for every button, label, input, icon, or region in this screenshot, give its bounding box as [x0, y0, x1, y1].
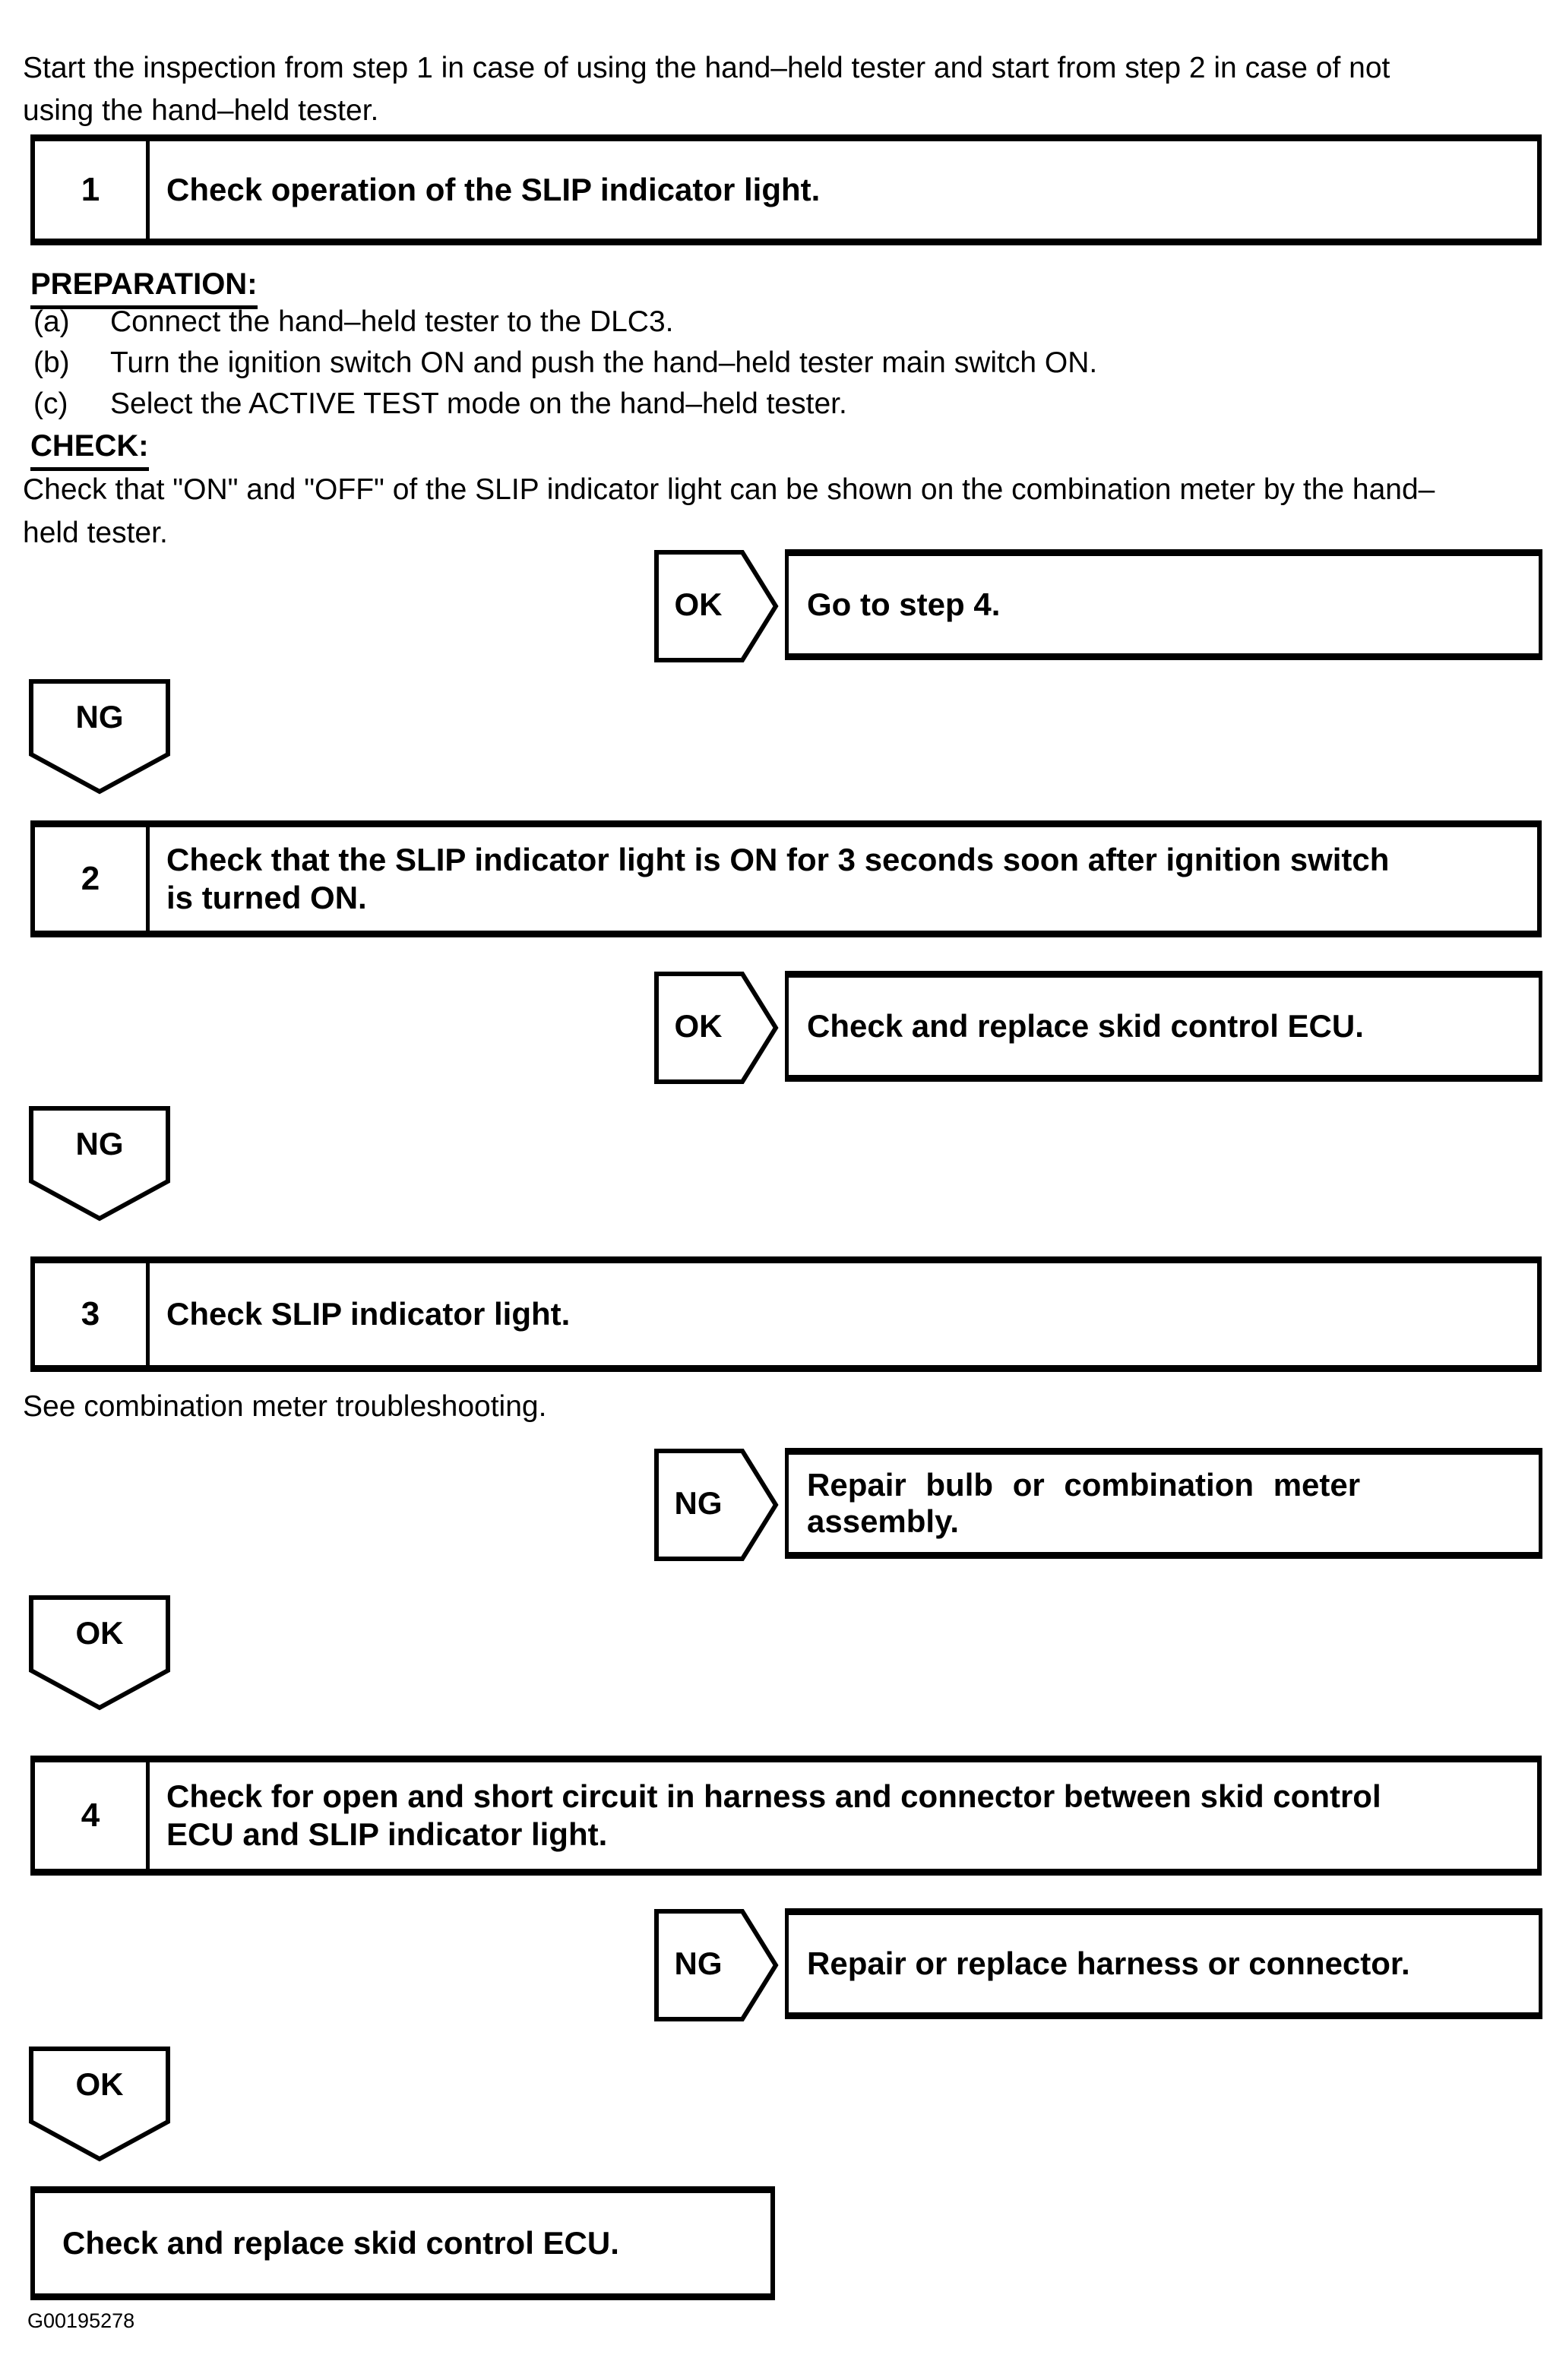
branch-ng-4: NG Repair or replace harness or connecto… [0, 1908, 1566, 2022]
step-3-number: 3 [35, 1263, 150, 1365]
step-1-number: 1 [35, 141, 150, 239]
action-text: Repair bulb or combination meter assembl… [807, 1467, 1361, 1539]
ng-right-arrow-icon: NG [654, 1448, 779, 1562]
verdict-label: OK [674, 1008, 723, 1044]
step-1-box: 1 Check operation of the SLIP indicator … [30, 134, 1542, 245]
connector-label: OK [75, 1615, 124, 1651]
step-1-title: Check operation of the SLIP indicator li… [166, 172, 821, 207]
branch-ok-1: OK Go to step 4. [0, 549, 1566, 663]
action-box-repair-bulb: Repair bulb or combination meter assembl… [785, 1448, 1542, 1559]
down-pointer-icon [29, 1595, 170, 1711]
step-3-box: 3 Check SLIP indicator light. [30, 1256, 1542, 1372]
verdict-label: NG [674, 1945, 723, 1981]
connector-ng-2: NG [28, 1105, 171, 1222]
branch-ok-2: OK Check and replace skid control ECU. [0, 971, 1566, 1085]
action-text: Check and replace skid control ECU. [807, 1008, 1364, 1044]
ok-right-arrow-icon: OK [654, 971, 779, 1085]
connector-ok-3: OK [28, 1595, 171, 1712]
branch-ng-3: NG Repair bulb or combination meter asse… [0, 1448, 1566, 1562]
step-3-note: See combination meter troubleshooting. [23, 1390, 547, 1423]
right-arrow-icon [654, 1909, 779, 2021]
right-arrow-icon [654, 1449, 779, 1561]
down-pointer-icon [29, 2047, 170, 2162]
right-arrow-icon [654, 972, 779, 1084]
step-3-title: Check SLIP indicator light. [166, 1296, 571, 1332]
action-box-go-to-step-4: Go to step 4. [785, 549, 1542, 660]
verdict-label: OK [674, 586, 723, 622]
step-4-number: 4 [35, 1762, 150, 1869]
down-pointer-icon [29, 1106, 170, 1222]
step-2-number: 2 [35, 827, 150, 931]
connector-label: NG [75, 699, 124, 735]
check-heading: CHECK: [30, 429, 149, 471]
prep-item-b-text: Turn the ignition switch ON and push the… [110, 346, 1098, 379]
connector-label: OK [75, 2066, 124, 2102]
action-box-replace-ecu: Check and replace skid control ECU. [785, 971, 1542, 1082]
prep-item-c-text: Select the ACTIVE TEST mode on the hand–… [110, 387, 847, 420]
connector-label: NG [75, 1126, 124, 1162]
step-2-box: 2 Check that the SLIP indicator light is… [30, 820, 1542, 937]
final-action-text: Check and replace skid control ECU. [62, 2225, 619, 2261]
ng-right-arrow-icon: NG [654, 1908, 779, 2022]
verdict-label: NG [674, 1485, 723, 1521]
down-pointer-icon [29, 679, 170, 795]
step-4-title: Check for open and short circuit in harn… [166, 1778, 1381, 1852]
action-text: Repair or replace harness or connector. [807, 1945, 1410, 1981]
intro-text: Start the inspection from step 1 in case… [23, 52, 1390, 127]
prep-item-b-label: (b) [33, 346, 70, 379]
connector-ok-4: OK [28, 2046, 171, 2163]
prep-item-a-label: (a) [33, 305, 70, 338]
step-2-title: Check that the SLIP indicator light is O… [166, 842, 1390, 915]
prep-item-c-label: (c) [33, 387, 68, 420]
preparation-heading: PREPARATION: [30, 267, 258, 309]
check-text: Check that "ON" and "OFF" of the SLIP in… [23, 473, 1435, 549]
action-box-repair-harness: Repair or replace harness or connector. [785, 1908, 1542, 2019]
right-arrow-icon [654, 550, 779, 662]
connector-ng-1: NG [28, 678, 171, 795]
prep-item-a-text: Connect the hand–held tester to the DLC3… [110, 305, 674, 338]
ok-right-arrow-icon: OK [654, 549, 779, 663]
figure-id: G00195278 [27, 2309, 135, 2332]
action-text: Go to step 4. [807, 586, 1001, 622]
final-action-box: Check and replace skid control ECU. [30, 2186, 775, 2300]
step-4-box: 4 Check for open and short circuit in ha… [30, 1756, 1542, 1876]
